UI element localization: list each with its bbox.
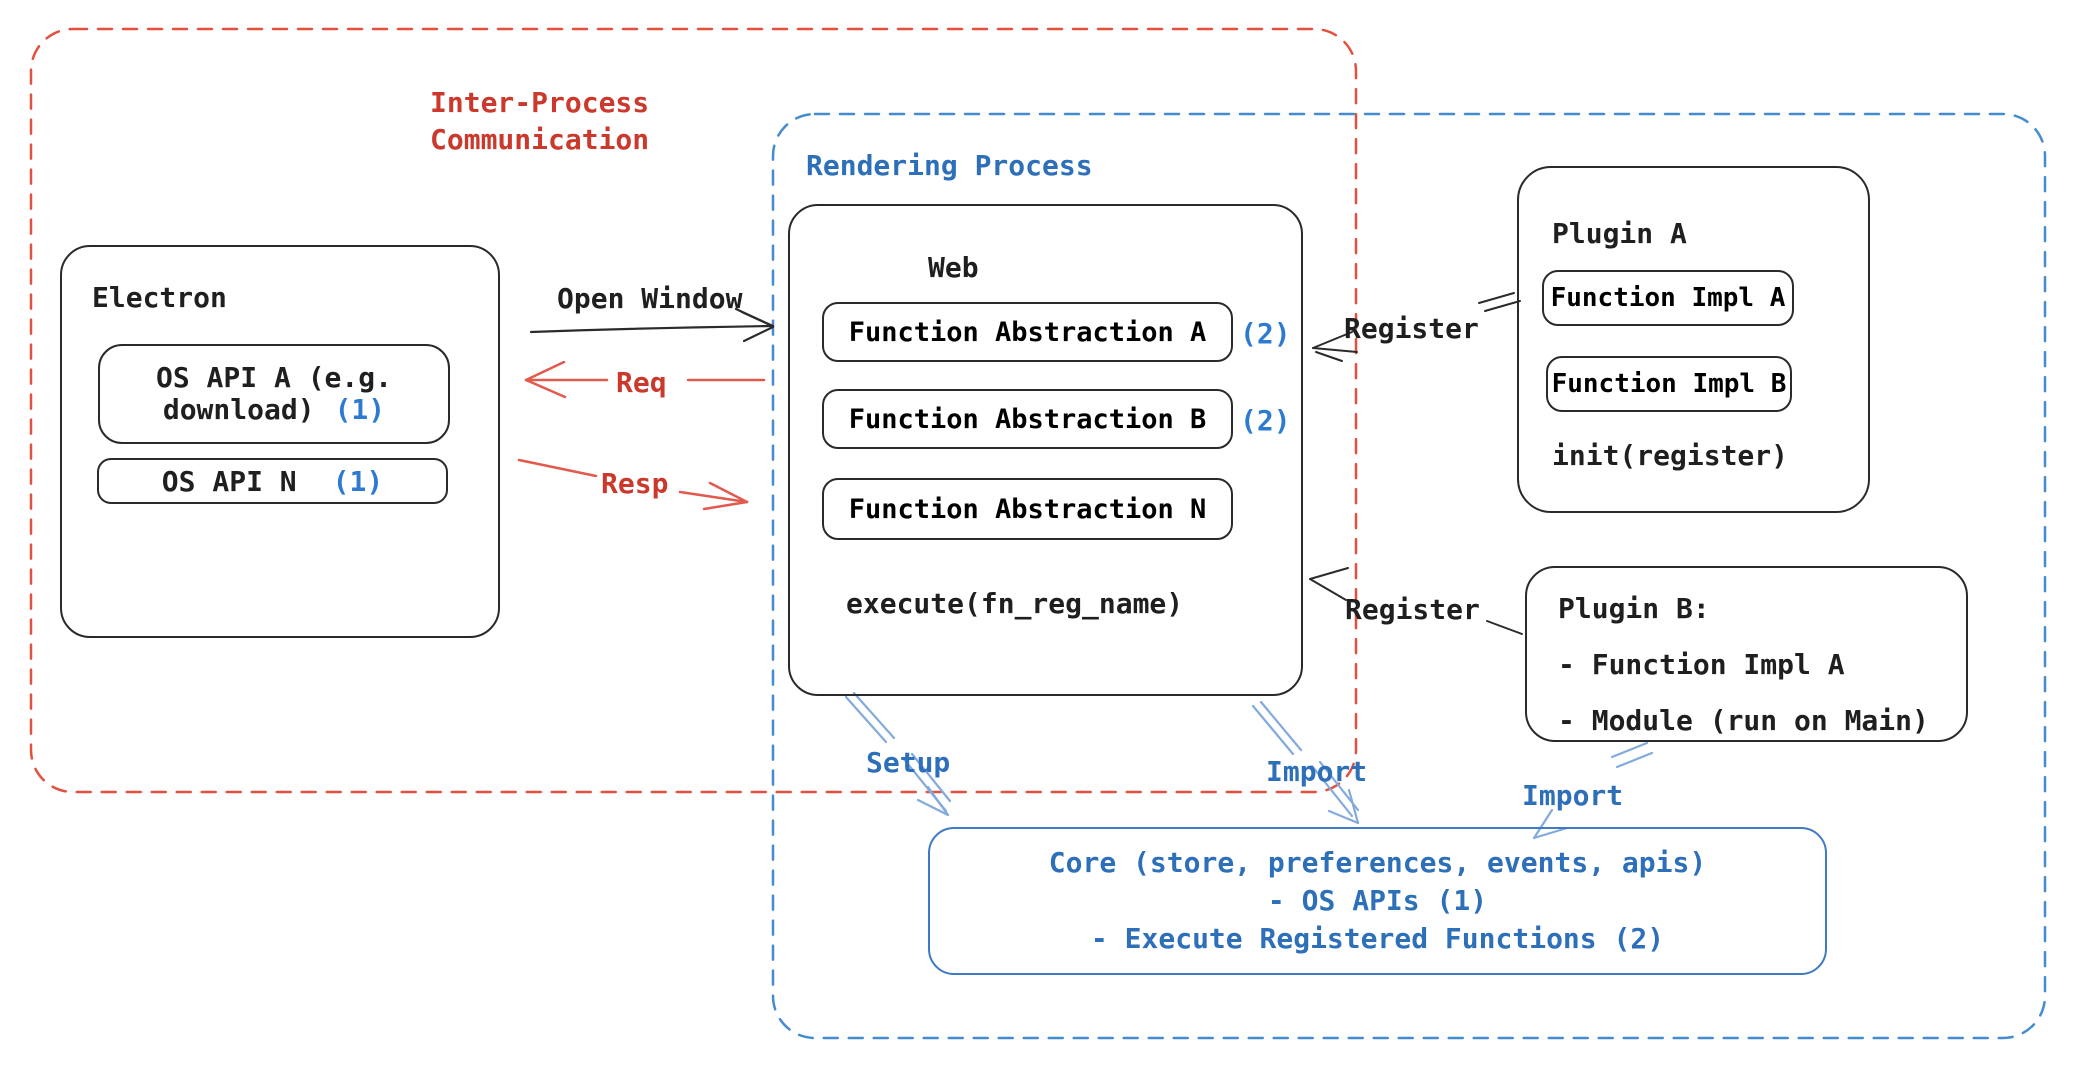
import-web-label: Import <box>1266 755 1368 788</box>
electron-title: Electron <box>92 281 227 314</box>
ipc-group-label: Inter-Process Communication <box>430 86 650 156</box>
web-execute-label: execute(fn_reg_name) <box>846 587 1184 620</box>
os-api-a-label: OS API A (e.g. download) <box>155 361 392 426</box>
rendering-group-label: Rendering Process <box>806 149 1093 182</box>
os-api-n-label: OS API N <box>161 464 297 498</box>
web-box <box>788 204 1303 696</box>
os-api-a-box: OS API A (e.g. download)(1) <box>98 344 450 444</box>
function-abstraction-b-box: Function Abstraction B <box>822 389 1233 449</box>
plugin-a-impl-b-box: Function Impl B <box>1546 356 1792 412</box>
resp-label: Resp <box>601 467 669 500</box>
core-title-line: Core (store, preferences, events, apis) <box>1048 846 1707 879</box>
plugin-b-module-line: - Module (run on Main) <box>1558 704 1929 737</box>
register-top-label: Register <box>1344 312 1479 345</box>
web-title: Web <box>928 251 979 284</box>
plugin-a-impl-a-box: Function Impl A <box>1542 270 1794 326</box>
plugin-a-impl-b-label: Function Impl B <box>1551 369 1787 399</box>
import-plugin-label: Import <box>1522 779 1624 812</box>
req-label: Req <box>616 366 667 399</box>
plugin-a-box <box>1517 166 1870 513</box>
plugin-a-init-label: init(register) <box>1552 439 1789 472</box>
os-api-a-count-badge: (1) <box>334 393 386 426</box>
function-abstraction-n-label: Function Abstraction N <box>848 493 1207 525</box>
plugin-a-title: Plugin A <box>1552 217 1687 250</box>
function-abstraction-a-box: Function Abstraction A <box>822 302 1233 362</box>
plugin-b-impl-line: - Function Impl A <box>1558 648 1845 681</box>
function-abstraction-b-count-badge: (2) <box>1240 404 1291 437</box>
core-box: Core (store, preferences, events, apis) … <box>928 827 1827 975</box>
function-abstraction-n-box: Function Abstraction N <box>822 478 1233 540</box>
function-abstraction-a-count-badge: (2) <box>1240 317 1291 350</box>
register-bottom-label: Register <box>1345 593 1480 626</box>
plugin-b-title: Plugin B: <box>1558 592 1710 625</box>
electron-box <box>60 245 500 638</box>
plugin-b-box <box>1525 566 1968 742</box>
function-abstraction-a-label: Function Abstraction A <box>848 316 1207 348</box>
function-abstraction-b-label: Function Abstraction B <box>848 403 1207 435</box>
open-window-label: Open Window <box>557 282 743 315</box>
plugin-a-impl-a-label: Function Impl A <box>1550 283 1786 313</box>
core-execute-line: - Execute Registered Functions (2) <box>1090 922 1665 955</box>
core-os-apis-line: - OS APIs (1) <box>1267 884 1488 917</box>
os-api-n-count-badge: (1) <box>332 464 384 498</box>
setup-label: Setup <box>866 746 951 779</box>
os-api-n-box: OS API N (1) <box>97 458 448 504</box>
